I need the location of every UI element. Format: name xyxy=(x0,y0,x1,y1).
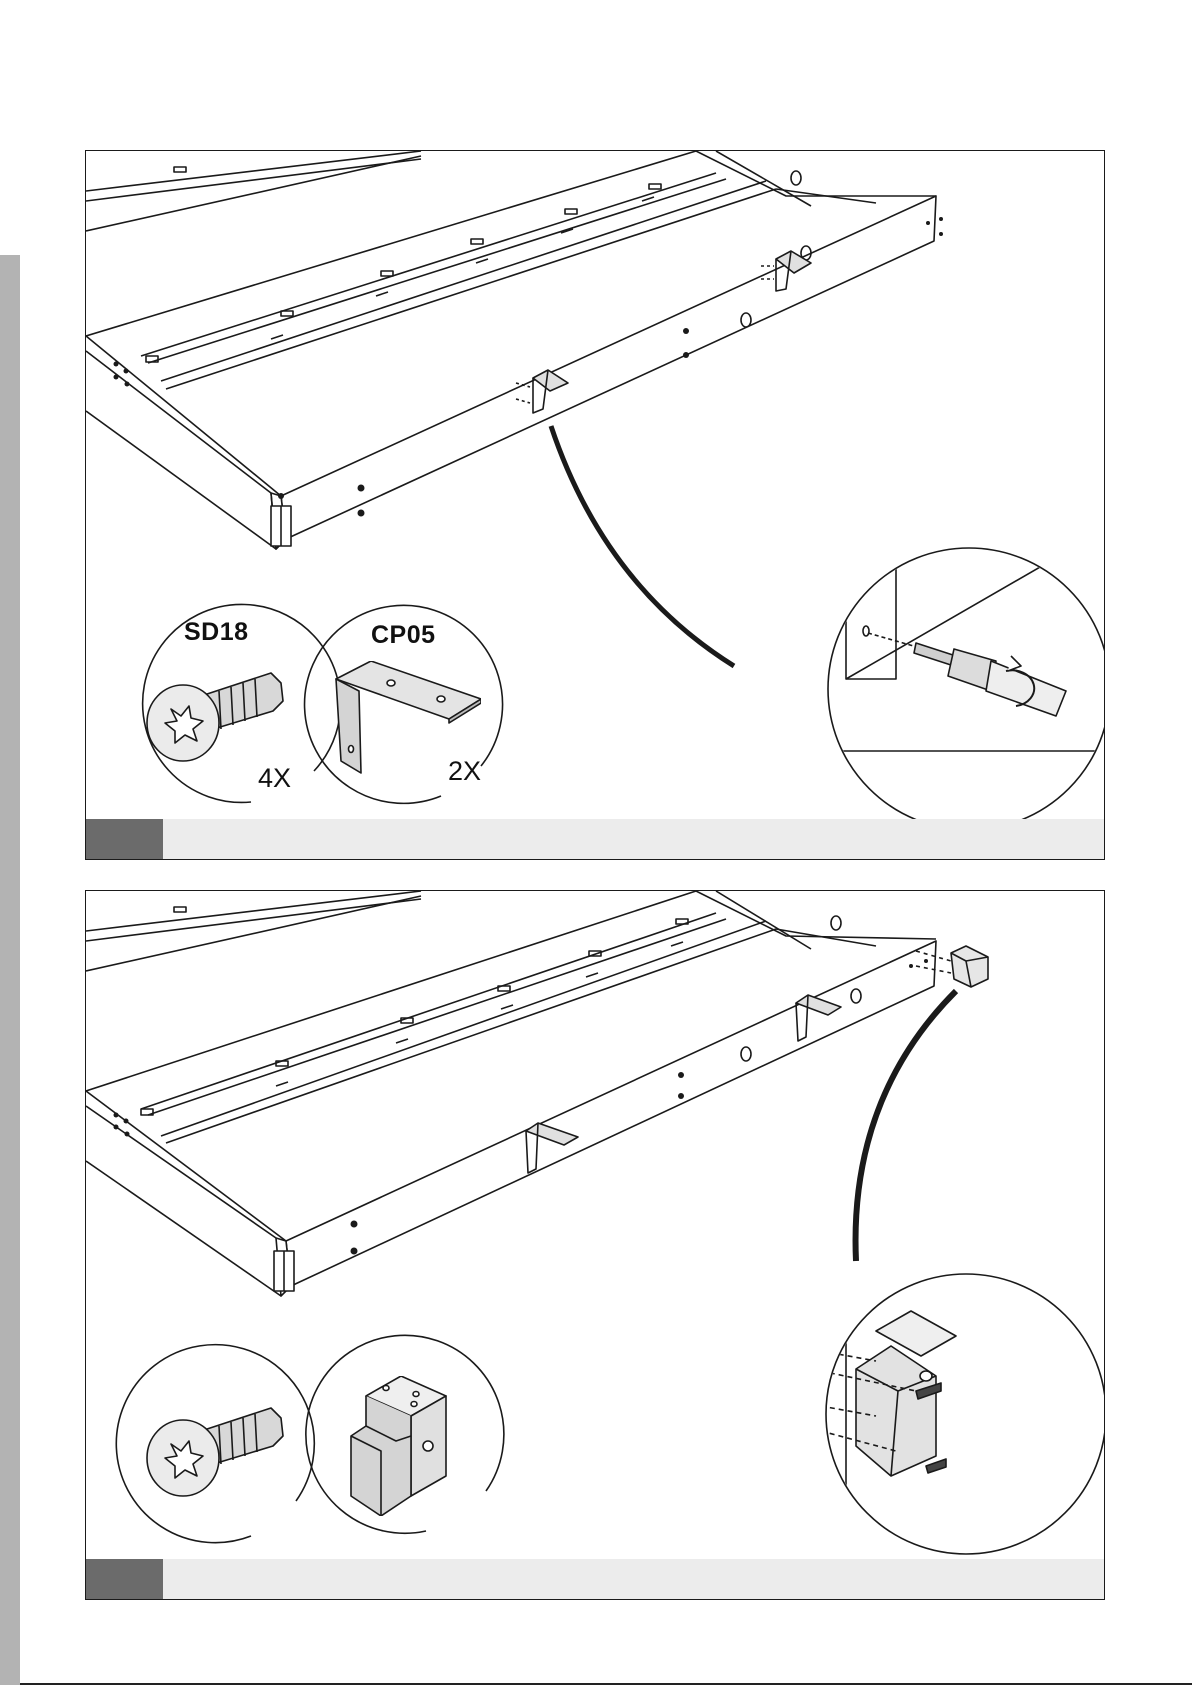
part-quantity-cp05: 2X xyxy=(448,756,481,787)
screw-icon xyxy=(141,1386,301,1506)
step-bar-2 xyxy=(86,1559,1104,1599)
page-edge-tab xyxy=(0,255,20,1685)
step-number-2 xyxy=(86,1559,163,1599)
screw-icon xyxy=(141,651,301,771)
step-panel-2 xyxy=(85,890,1105,1600)
part-code-sd18: SD18 xyxy=(184,618,249,647)
step-number-1 xyxy=(86,819,163,859)
corner-bracket-icon xyxy=(346,1376,466,1516)
part-quantity-sd18: 4X xyxy=(258,763,291,794)
step-bar-1 xyxy=(86,819,1104,859)
step-panel-1: SD18 4X CP05 2X xyxy=(85,150,1105,860)
part-code-cp05: CP05 xyxy=(371,621,436,650)
